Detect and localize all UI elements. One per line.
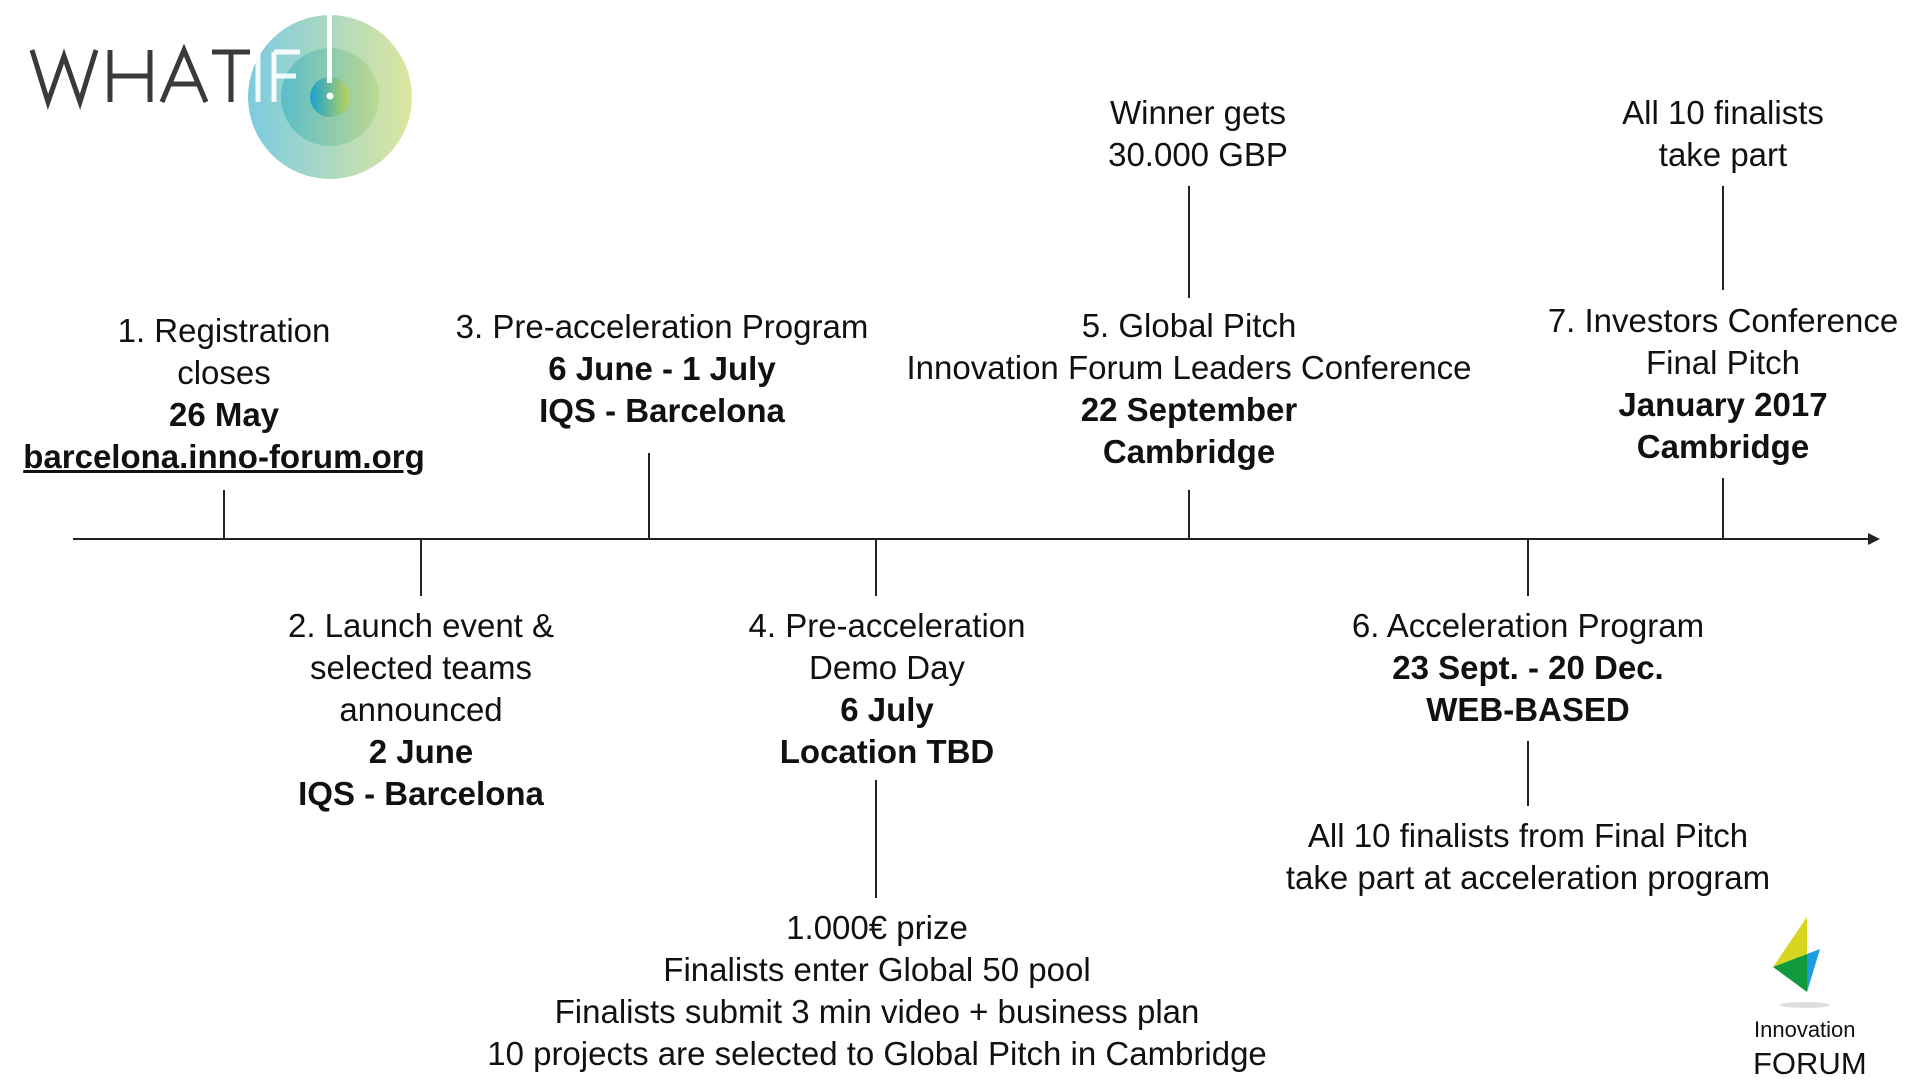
note-line: 1.000€ prize	[786, 909, 968, 946]
tick-5	[1188, 490, 1190, 539]
milestone-date: 6 July	[840, 691, 934, 728]
milestone-title: 5. Global Pitch	[1081, 307, 1297, 344]
timeline-arrowhead	[1868, 533, 1880, 545]
milestone-date: 23 Sept. - 20 Dec.	[1392, 649, 1664, 686]
milestone-title: Final Pitch	[1645, 344, 1801, 381]
milestone-place: Cambridge	[1102, 433, 1276, 470]
milestone-date: 26 May	[168, 396, 280, 433]
tick-2	[420, 539, 422, 596]
tick-1	[223, 490, 225, 539]
milestone-4: 4. Pre-acceleration Demo Day 6 July Loca…	[749, 605, 1026, 773]
milestone-title: 6. Acceleration Program	[1351, 607, 1705, 644]
logo-text-forum: FORUM	[1753, 1046, 1867, 1080]
note-line: All 10 finalists	[1622, 94, 1824, 131]
milestone-place: Location TBD	[779, 733, 995, 770]
connector-winner	[1188, 186, 1190, 298]
milestone-title: closes	[177, 354, 271, 391]
note-finalists-acceleration: All 10 finalists from Final Pitch take p…	[1286, 815, 1770, 899]
note-line: take part at acceleration program	[1285, 859, 1771, 896]
logo-text-innovation: Innovation	[1754, 1017, 1856, 1042]
milestone-1: 1. Registration closes 26 May barcelona.…	[23, 310, 425, 478]
connector-demo-day	[875, 780, 877, 898]
note-line: 10 projects are selected to Global Pitch…	[487, 1035, 1267, 1072]
milestone-title: announced	[339, 691, 503, 728]
connector-finalists-top	[1722, 186, 1724, 290]
milestone-3: 3. Pre-acceleration Program 6 June - 1 J…	[456, 306, 869, 432]
what-if-logo	[0, 0, 420, 190]
milestone-place: IQS - Barcelona	[298, 775, 544, 812]
note-line: take part	[1658, 136, 1788, 173]
tick-7	[1722, 478, 1724, 539]
milestone-date: 22 September	[1080, 391, 1298, 428]
note-winner: Winner gets 30.000 GBP	[1108, 92, 1288, 176]
registration-link[interactable]: barcelona.inno-forum.org	[23, 438, 425, 475]
milestone-place: IQS - Barcelona	[539, 392, 785, 429]
milestone-title: Innovation Forum Leaders Conference	[906, 349, 1472, 386]
milestone-date: 6 June - 1 July	[548, 350, 776, 387]
tick-4	[875, 539, 877, 596]
note-line: Winner gets	[1109, 94, 1287, 131]
note-demo-day: 1.000€ prize Finalists enter Global 50 p…	[487, 907, 1267, 1075]
tick-6	[1527, 539, 1529, 596]
note-line: 30.000 GBP	[1108, 136, 1288, 173]
milestone-title: 7. Investors Conference	[1547, 302, 1899, 339]
milestone-2: 2. Launch event & selected teams announc…	[288, 605, 554, 815]
note-line: All 10 finalists from Final Pitch	[1307, 817, 1749, 854]
milestone-date: 2 June	[368, 733, 474, 770]
milestone-title: Demo Day	[809, 649, 965, 686]
milestone-title: 1. Registration	[117, 312, 331, 349]
milestone-title: 3. Pre-acceleration Program	[455, 308, 869, 345]
tick-3	[648, 453, 650, 539]
milestone-date: January 2017	[1618, 386, 1828, 423]
milestone-5: 5. Global Pitch Innovation Forum Leaders…	[907, 305, 1472, 473]
milestone-7: 7. Investors Conference Final Pitch Janu…	[1548, 300, 1898, 468]
milestone-title: 2. Launch event &	[287, 607, 555, 644]
milestone-place: WEB-BASED	[1426, 691, 1630, 728]
milestone-title: selected teams	[310, 649, 532, 686]
note-line: Finalists enter Global 50 pool	[663, 951, 1091, 988]
connector-acceleration	[1527, 741, 1529, 806]
milestone-title: 4. Pre-acceleration	[748, 607, 1026, 644]
timeline-axis	[73, 538, 1873, 540]
note-finalists-top: All 10 finalists take part	[1622, 92, 1824, 176]
note-line: Finalists submit 3 min video + business …	[554, 993, 1200, 1030]
innovation-forum-logo: Innovation FORUM	[1750, 912, 1915, 1081]
milestone-place: Cambridge	[1636, 428, 1810, 465]
milestone-6: 6. Acceleration Program 23 Sept. - 20 De…	[1352, 605, 1704, 731]
